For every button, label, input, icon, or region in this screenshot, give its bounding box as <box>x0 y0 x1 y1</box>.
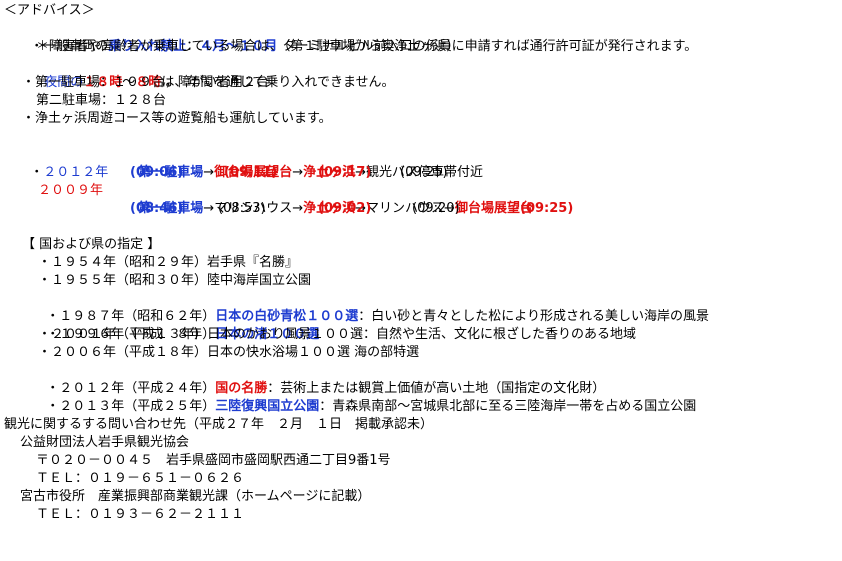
route-2012-time-3: (09:17) <box>318 165 372 180</box>
route-2009-time-3: (09:02) <box>318 201 372 216</box>
route-2009-stop-2: マリンハウス <box>214 201 293 216</box>
advice-night-tilde: ～ <box>122 75 136 90</box>
advice-line-night: 夜間の１８時～８時は、年間を通じて乗り入れできません。 <box>36 56 394 90</box>
designation-2013-prefix: ・２０１３年（平成２５年） <box>46 399 216 414</box>
contact-tel-city-office: ＴＥＬ：０１９３－６２－２１１１ <box>36 507 245 522</box>
route-2012-arrow-1: → <box>203 165 215 180</box>
designation-item-1996: ・１９９６年（平成 ８年）日本の渚１００選 <box>38 308 319 342</box>
route-2012-stop-2: 御台場展望台 <box>214 165 293 180</box>
route-2009-time-1: (08:46) <box>130 201 184 216</box>
advice-night-prefix: 夜間の <box>44 75 84 90</box>
designation-item-2001: ・２００１年（平成１３年）日本のかおり風景１００選：自然や生活、文化に根ざした香… <box>38 327 637 342</box>
route-2012-stops: 第一駐車場→御台場展望台→浄土ヶ浜→観光バス停車帯付近 <box>130 146 483 180</box>
route-2009-time-2: (08:53) <box>218 201 266 216</box>
contact-heading: 観光に関するする問い合わせ先（平成２７年 ２月 １日 掲載承認未） <box>4 417 434 432</box>
advice-night-suffix: は、年間を通じて乗り入れできません。 <box>161 75 395 90</box>
advice-night-time1: １８時 <box>83 75 123 90</box>
advice-ban-prefix: ・一般車両の <box>30 39 109 54</box>
designation-1987-desc: ：白い砂と青々とした松により形成される美しい海岸の風景 <box>358 309 710 324</box>
route-2009-stop-5: 御台場展望台 <box>454 201 533 216</box>
designation-2013-title: 三陸復興国立公園 <box>215 399 320 414</box>
route-2012-time-4: (09:25) <box>400 165 448 180</box>
route-2009-time-5: (09:25) <box>520 201 574 216</box>
designation-item-1954: ・１９５４年（昭和２９年）岩手県『名勝』 <box>38 255 299 270</box>
route-2009-arrow-1: → <box>203 201 215 216</box>
designation-2012-desc: ：芸術上または観賞上価値が高い土地（国指定の文化財） <box>267 381 606 396</box>
designation-2013-desc: ：青森県南部～宮城県北部に至る三陸海岸一帯を占める国立公園 <box>319 399 697 414</box>
route-2009-stop-1: 第一駐車場 <box>138 201 204 216</box>
advice-ban-suffix: （第１駐車場から奥浄土ヶ浜） <box>277 39 460 54</box>
route-2009-time-4: (09:20) <box>412 201 460 216</box>
advice-boat: ・浄土ヶ浜周遊コース等の遊覧船も運航しています。 <box>22 111 332 126</box>
advice-ban-text: 乗り入れ禁止 <box>108 39 187 54</box>
designation-1996-title: 日本の渚１００選 <box>215 327 320 342</box>
designation-item-2012: ・２０１２年（平成２４年）国の名勝：芸術上または観賞上価値が高い土地（国指定の文… <box>38 362 605 396</box>
route-2012-stop-4: 観光バス停車帯付近 <box>366 165 484 180</box>
advice-ban-period: ４月～１０月 <box>199 39 278 54</box>
advice-parking-1: ・第一駐車場：１０９台，障がい者用２台 <box>22 75 270 90</box>
route-2009-year: ２００９年 <box>38 183 104 198</box>
designation-item-1987: ・１９８７年（昭和６２年）日本の白砂青松１００選：白い砂と青々とした松により形成… <box>38 290 709 324</box>
route-2009-arrow-2: → <box>292 201 304 216</box>
route-2009-arrow-4: → <box>444 201 455 216</box>
designation-item-2006: ・２００６年（平成１８年）日本の快水浴場１００選 海の部特選 <box>38 345 420 360</box>
contact-address: 〒０２０－００４５ 岩手県盛岡市盛岡駅西通二丁目9番1号 <box>36 453 391 468</box>
route-2012-time-1: (09:06) <box>130 165 184 180</box>
designation-2012-prefix: ・２０１２年（平成２４年） <box>46 381 216 396</box>
route-2012: ・２０１２年 <box>22 146 108 180</box>
designation-item-1955: ・１９５５年（昭和３０年）陸中海岸国立公園 <box>38 273 312 288</box>
designation-1996-prefix: ・１９９６年（平成 ８年） <box>46 327 216 342</box>
route-2009-stop-4: マリンハウス <box>366 201 445 216</box>
designation-1987-title: 日本の白砂青松１００選 <box>215 309 359 324</box>
designation-2012-title: 国の名勝 <box>215 381 268 396</box>
route-2012-stop-3: 浄土ヶ浜 <box>303 165 356 180</box>
route-2012-year: ２０１２年 <box>43 165 109 180</box>
route-2012-time-2: (09:11) <box>224 165 278 180</box>
advice-line-permit: ＊障害者や高齢者が乗車している場合は、ターミナルビル前入口の係員に申請すれば通行… <box>36 39 698 54</box>
contact-org-tourism-association: 公益財団法人岩手県観光協会 <box>20 435 190 450</box>
advice-night-time2: ８時 <box>135 75 162 90</box>
route-2012-stop-1: 第一駐車場 <box>138 165 204 180</box>
route-2009-arrow-3: → <box>355 201 367 216</box>
route-2012-bullet: ・ <box>30 165 44 180</box>
route-2012-arrow-2: → <box>292 165 304 180</box>
advice-ban-colon: ： <box>186 39 200 54</box>
contact-tel-association: ＴＥＬ：０１９－６５１－０６２６ <box>36 471 245 486</box>
route-2012-arrow-3: → <box>355 165 367 180</box>
designation-heading: 【 国および県の指定 】 <box>22 237 161 252</box>
route-2009-stops: 第一駐車場→マリンハウス→浄土ヶ浜→マリンハウス→御台場展望台 <box>130 182 533 216</box>
advice-line-ban: ・一般車両の乗り入れ禁止：４月～１０月（第１駐車場から奥浄土ヶ浜） <box>22 20 459 54</box>
designation-item-2013: ・２０１３年（平成２５年）三陸復興国立公園：青森県南部～宮城県北部に至る三陸海岸… <box>38 380 696 414</box>
contact-org-city-office: 宮古市役所 産業振興部商業観光課（ホームページに記載） <box>20 489 371 504</box>
route-2009-stop-3: 浄土ヶ浜 <box>303 201 356 216</box>
advice-parking-2: 第二駐車場：１２８台 <box>36 93 167 108</box>
designation-1987-prefix: ・１９８７年（昭和６２年） <box>46 309 216 324</box>
advice-heading: ＜アドバイス＞ <box>4 3 95 18</box>
